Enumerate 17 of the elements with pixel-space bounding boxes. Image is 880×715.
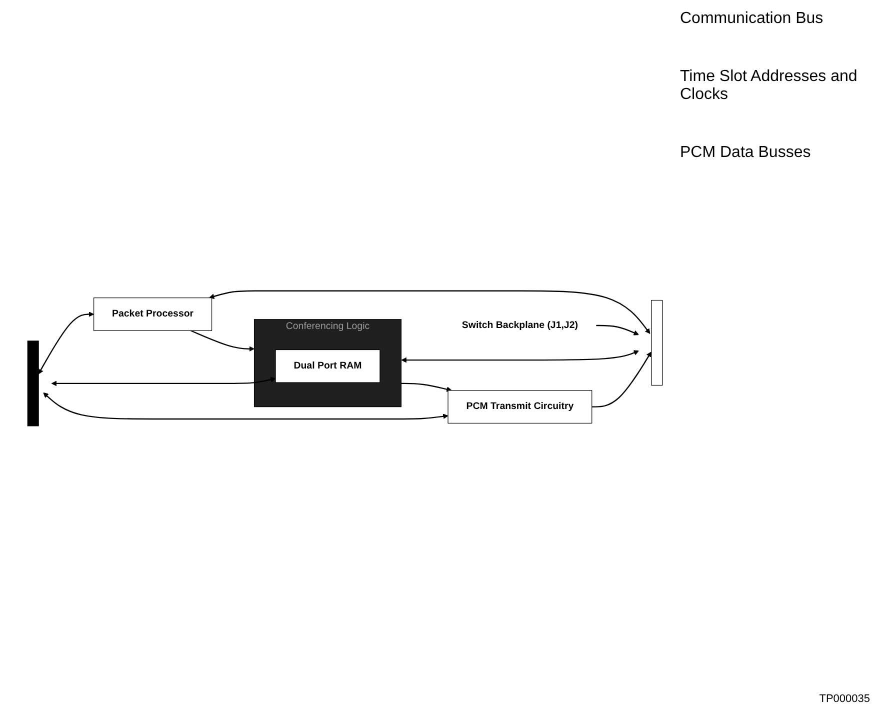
arrow	[209, 290, 650, 334]
node-box: PCM Transmit Circuitry	[448, 390, 592, 424]
node-box: Packet Processor	[94, 298, 212, 332]
figure-code: TP000035	[818, 693, 870, 705]
arrow	[401, 383, 452, 392]
arrow	[596, 325, 639, 336]
arrow	[401, 350, 639, 364]
node-text: Switch Backplane (J1,J2)	[462, 320, 578, 331]
arrow	[38, 312, 94, 375]
bus-label: Time Slot Addresses and Clocks	[680, 68, 858, 104]
node-box: Dual Port RAM	[275, 350, 380, 384]
arrow	[43, 392, 448, 420]
arrow	[51, 377, 276, 387]
bus-label: Communication Bus	[680, 10, 824, 28]
bus-label: PCM Data Busses	[680, 144, 812, 162]
arrow	[592, 352, 652, 408]
arrow	[190, 330, 255, 352]
